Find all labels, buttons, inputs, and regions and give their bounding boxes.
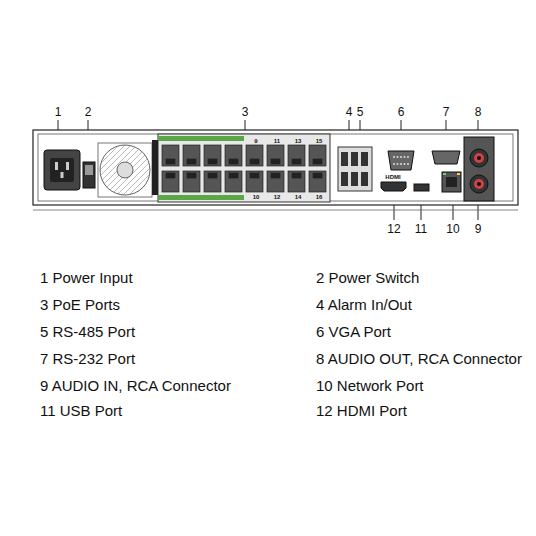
port-latch bbox=[271, 159, 280, 164]
poe-port bbox=[246, 145, 263, 166]
port-number: 9 bbox=[254, 138, 257, 144]
vga-pin bbox=[393, 156, 395, 158]
port-number: 14 bbox=[295, 194, 302, 200]
port-latch bbox=[292, 173, 301, 178]
terminal-pin bbox=[341, 152, 348, 166]
legend-item: 11 USB Port bbox=[40, 403, 122, 418]
terminal-pin bbox=[361, 172, 368, 186]
vga-pin bbox=[407, 156, 409, 158]
port-latch bbox=[166, 173, 175, 178]
port-latch bbox=[229, 159, 238, 164]
callout-number: 7 bbox=[443, 106, 450, 118]
callout-number: 6 bbox=[398, 106, 405, 118]
port-latch bbox=[208, 159, 217, 164]
vga-pin bbox=[404, 163, 406, 165]
legend-item: 12 HDMI Port bbox=[316, 403, 407, 418]
vga-pin bbox=[400, 156, 402, 158]
legend-item: 9 AUDIO IN, RCA Connector bbox=[40, 378, 231, 393]
vga-pin bbox=[397, 163, 399, 165]
port-latch bbox=[271, 173, 280, 178]
poe-port bbox=[225, 145, 242, 166]
poe-port bbox=[183, 145, 200, 166]
legend-item: 8 AUDIO OUT, RCA Connector bbox=[316, 351, 522, 366]
port-latch bbox=[187, 159, 196, 164]
port-latch bbox=[313, 159, 322, 164]
poe-port bbox=[309, 171, 326, 192]
port-latch bbox=[166, 159, 175, 164]
poe-port bbox=[204, 145, 221, 166]
port-latch bbox=[187, 173, 196, 178]
vga-pin bbox=[404, 156, 406, 158]
poe-port bbox=[162, 145, 179, 166]
port-number: 11 bbox=[274, 138, 280, 144]
poe-port bbox=[183, 171, 200, 192]
callout-number: 12 bbox=[387, 223, 400, 235]
legend-item: 2 Power Switch bbox=[316, 270, 419, 285]
vga-pin bbox=[400, 163, 402, 165]
poe-port bbox=[309, 145, 326, 166]
port-latch bbox=[250, 159, 259, 164]
callout-number: 4 bbox=[346, 106, 353, 118]
legend-item: 6 VGA Port bbox=[316, 324, 391, 339]
port-latch bbox=[292, 159, 301, 164]
vga-pin bbox=[407, 163, 409, 165]
vga-pin bbox=[393, 163, 395, 165]
poe-port bbox=[162, 171, 179, 192]
port-number: 13 bbox=[295, 138, 302, 144]
poe-port bbox=[225, 171, 242, 192]
legend-item: 3 PoE Ports bbox=[40, 297, 120, 312]
poe-port bbox=[267, 171, 284, 192]
legend-item: 1 Power Input bbox=[40, 270, 133, 285]
poe-port bbox=[246, 171, 263, 192]
port-latch bbox=[229, 173, 238, 178]
vga-pin bbox=[397, 156, 399, 158]
legend-item: 7 RS-232 Port bbox=[40, 351, 135, 366]
legend-item: 5 RS-485 Port bbox=[40, 324, 135, 339]
callout-number: 8 bbox=[475, 106, 482, 118]
port-number: 10 bbox=[253, 194, 260, 200]
poe-port bbox=[288, 171, 305, 192]
port-latch bbox=[208, 173, 217, 178]
poe-port bbox=[204, 171, 221, 192]
terminal-pin bbox=[361, 152, 368, 166]
callout-number: 5 bbox=[357, 106, 364, 118]
port-latch bbox=[313, 173, 322, 178]
legend-item: 4 Alarm In/Out bbox=[316, 297, 412, 312]
port-number: 15 bbox=[316, 138, 323, 144]
port-number: 16 bbox=[316, 194, 323, 200]
callout-number: 9 bbox=[475, 223, 482, 235]
port-marking: HDMI bbox=[385, 174, 400, 180]
callout-number: 10 bbox=[446, 223, 459, 235]
port-latch bbox=[250, 173, 259, 178]
callout-number: 2 bbox=[85, 106, 92, 118]
terminal-pin bbox=[351, 152, 358, 166]
callout-number: 3 bbox=[242, 106, 249, 118]
callout-number: 11 bbox=[415, 223, 427, 235]
poe-port bbox=[267, 145, 284, 166]
terminal-pin bbox=[341, 172, 348, 186]
callout-number: 1 bbox=[55, 106, 62, 118]
poe-port bbox=[288, 145, 305, 166]
legend-item: 10 Network Port bbox=[316, 378, 424, 393]
port-number: 12 bbox=[274, 194, 281, 200]
terminal-pin bbox=[351, 172, 358, 186]
